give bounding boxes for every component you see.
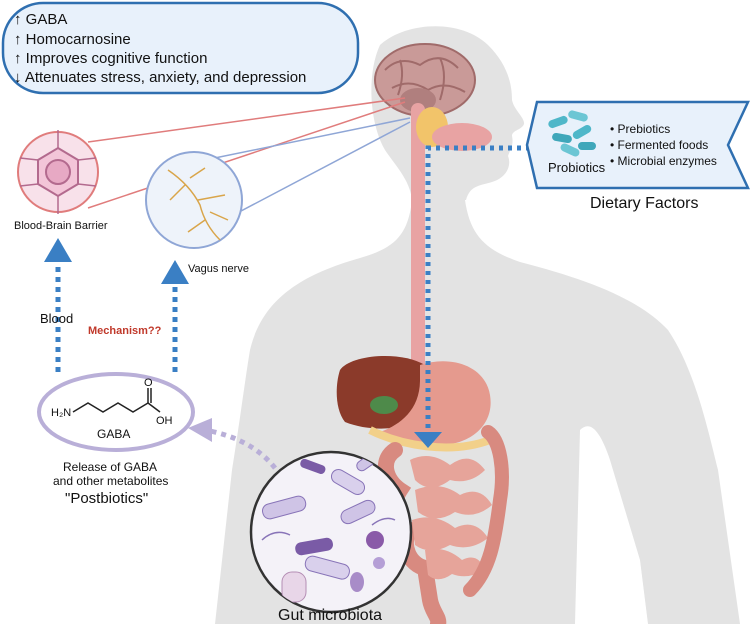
gaba-label: GABA — [97, 427, 130, 441]
gaba-molecule-box: H₂N O OH GABA — [37, 372, 195, 452]
oh-label: OH — [156, 415, 173, 427]
release-line-2: and other metabolites — [53, 474, 168, 488]
dietary-arrowhead — [414, 432, 442, 448]
h2n-label: H₂N — [51, 407, 71, 419]
bbb-connector-bottom — [87, 101, 406, 209]
vagus-label: Vagus nerve — [188, 263, 249, 275]
bacteria-icon — [548, 110, 596, 157]
stomach-icon — [380, 361, 491, 445]
postbiotic-release-arrow — [204, 427, 293, 495]
bbb-label: Blood-Brain Barrier — [14, 220, 108, 232]
pancreas — [368, 426, 492, 452]
dietary-item: • Prebiotics — [610, 122, 670, 136]
effect-line: ↑ Improves cognitive function — [14, 50, 207, 67]
vagus-connector-top — [204, 117, 411, 161]
vagus-nerve-icon — [145, 151, 243, 249]
gut-microbiota-label: Gut microbiota — [278, 607, 382, 624]
brain-icon — [374, 43, 476, 117]
mouth-cavity — [432, 123, 492, 151]
o-label: O — [144, 377, 153, 389]
effect-line: ↑ GABA — [14, 11, 67, 28]
dietary-item: • Microbial enzymes — [610, 154, 717, 168]
postbiotic-arrowhead — [188, 418, 212, 442]
bbb-connector-top — [87, 97, 406, 143]
postbiotics-label: "Postbiotics" — [65, 490, 148, 507]
mechanism-label: Mechanism?? — [88, 325, 162, 337]
vagus-arrowhead — [161, 260, 189, 284]
blood-brain-barrier-icon — [17, 130, 99, 214]
dietary-factors-box: Probiotics • Prebiotics • Fermented food… — [525, 100, 750, 190]
probiotics-label: Probiotics — [548, 160, 606, 175]
liver-icon — [336, 355, 425, 429]
gut-microbiota-icon — [249, 450, 413, 614]
effect-line: ↓ Attenuates stress, anxiety, and depres… — [14, 69, 306, 86]
release-line-1: Release of GABA — [63, 460, 157, 474]
dietary-item: • Fermented foods — [610, 138, 708, 152]
gallbladder — [370, 396, 398, 414]
effects-box: ↑ GABA ↑ Homocarnosine ↑ Improves cognit… — [1, 1, 360, 95]
blood-label: Blood — [40, 311, 73, 326]
effect-line: ↑ Homocarnosine — [14, 31, 131, 48]
blood-arrowhead — [44, 238, 72, 262]
dietary-pathway-arrow — [425, 145, 530, 438]
dietary-factors-caption: Dietary Factors — [590, 195, 698, 212]
